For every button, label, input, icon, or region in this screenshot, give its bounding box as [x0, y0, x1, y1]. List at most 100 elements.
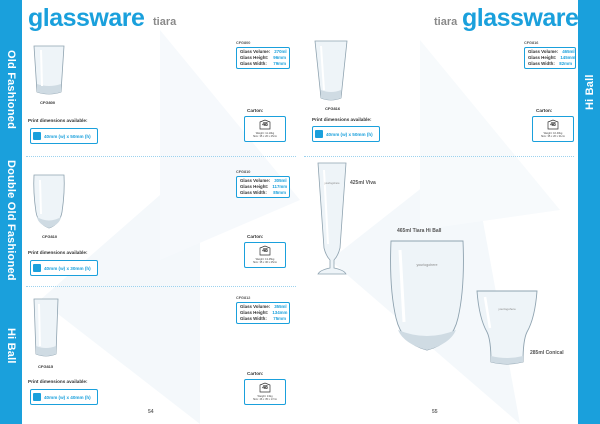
- product-code: CFG815: [38, 364, 54, 369]
- carton-label: Carton:: [247, 108, 264, 113]
- spec-box: Glass Volume:270ml Glass Height: 96mm Gla…: [236, 47, 290, 69]
- carton-weight: Weight: 13kg: [257, 395, 273, 398]
- print-area-icon: [315, 130, 323, 138]
- volume-value: 270ml: [274, 49, 287, 54]
- print-dimensions-value: 40mm (w) x 50mm (h): [326, 131, 373, 137]
- height-value: 117mm: [272, 184, 288, 189]
- spec-box: Glass Volume:305ml Glass Height:117mm Gl…: [236, 176, 290, 198]
- tall-hi-ball-glass-image: [314, 40, 348, 101]
- left-page-subtitle: tiara: [153, 16, 177, 28]
- width-label: Glass Width:: [240, 61, 267, 66]
- section-label-hi-ball-right: Hi Ball: [584, 74, 596, 110]
- carton-icon: [547, 119, 559, 130]
- carton-box: 48 Weight: 13.45kg Size: 35 x 36 x 25cm: [244, 242, 286, 268]
- double-old-fashioned-glass-image: [33, 174, 65, 229]
- section-label-double-old-fashioned: Double Old Fashioned: [5, 160, 17, 281]
- right-page-subtitle: tiara: [434, 16, 458, 28]
- carton-quantity: 48: [262, 385, 268, 391]
- print-dimensions-box: 40mm (w) x 50mm (h): [312, 126, 380, 142]
- logo-placeholder-text: yourlogohere: [324, 181, 340, 185]
- carton-size: Size: 35 x 26 x 25cm: [252, 135, 278, 139]
- separator: [26, 286, 296, 287]
- spec-code: CFG800: [236, 41, 251, 45]
- carton-weight: Weight: 13.45kg: [255, 258, 275, 261]
- volume-label: Glass Volume:: [528, 49, 559, 54]
- carton-icon: [259, 245, 271, 256]
- height-value: 96mm: [273, 55, 286, 60]
- carton-size: Size: 35 x 26 x 31cm: [540, 135, 566, 139]
- separator: [304, 156, 574, 157]
- carton-box: 48 Weight: 13kg Size: 46 x 35 x 17cm: [244, 379, 286, 405]
- volume-label: Glass Volume:: [240, 49, 271, 54]
- right-section-strip: [578, 0, 600, 424]
- height-value: 145mm: [560, 55, 576, 60]
- carton-label: Carton:: [247, 234, 264, 239]
- viva-pilsner-glass-image: yourlogohere: [317, 162, 347, 275]
- tiara-hi-ball-label: 465ml Tiara Hi Ball: [397, 228, 442, 234]
- logo-placeholder-text: yourlogohere: [417, 263, 438, 267]
- carton-quantity: 48: [262, 248, 268, 254]
- carton-quantity: 48: [550, 122, 556, 128]
- width-value: 82mm: [559, 61, 572, 66]
- carton-icon: [259, 119, 271, 130]
- separator: [26, 156, 296, 157]
- section-label-old-fashioned: Old Fashioned: [5, 50, 17, 129]
- carton-label: Carton:: [247, 371, 264, 376]
- print-area-icon: [33, 132, 41, 140]
- height-label: Glass Height:: [528, 55, 557, 60]
- volume-value: 355ml: [274, 304, 287, 309]
- print-dimensions-label: Print dimensions available:: [312, 117, 372, 122]
- spec-box: Glass Volume:465ml Glass Height:145mm Gl…: [524, 47, 576, 69]
- volume-value: 305ml: [274, 178, 287, 183]
- tiara-hi-ball-glass-image: yourlogohere: [390, 240, 464, 351]
- product-code: CFG816: [325, 106, 341, 111]
- print-dimensions-value: 40mm (w) x 40mm (h): [44, 394, 91, 400]
- width-value: 79mm: [273, 61, 286, 66]
- hi-ball-glass-image: [33, 298, 59, 357]
- height-label: Glass Height:: [240, 55, 269, 60]
- logo-placeholder-text: yourlogohere: [498, 307, 516, 311]
- product-code: CFG800: [40, 100, 56, 105]
- conical-glass-image: yourlogohere: [476, 290, 538, 365]
- spec-code: CFG816: [524, 41, 539, 45]
- spec-code: CFG810: [236, 170, 251, 174]
- old-fashioned-glass-image: [33, 45, 65, 95]
- height-label: Glass Height:: [240, 310, 269, 315]
- height-label: Glass Height:: [240, 184, 269, 189]
- carton-label: Carton:: [536, 108, 553, 113]
- carton-size: Size: 35 x 36 x 25cm: [252, 261, 278, 265]
- width-value: 75mm: [273, 316, 286, 321]
- left-page-title: glassware: [28, 4, 145, 32]
- print-dimensions-box: 40mm (w) x 50mm (h): [30, 128, 98, 144]
- print-dimensions-box: 40mm (w) x 30mm (h): [30, 260, 98, 276]
- carton-weight: Weight: 11.10kg: [255, 132, 275, 135]
- carton-icon: [259, 382, 271, 393]
- spec-code: CFG812: [236, 296, 251, 300]
- left-section-strip: [0, 0, 22, 424]
- width-label: Glass Width:: [528, 61, 555, 66]
- carton-box: 48 Weight: 16.40kg Size: 35 x 26 x 31cm: [532, 116, 574, 142]
- left-page-number: 54: [148, 409, 154, 415]
- carton-size: Size: 46 x 35 x 17cm: [252, 398, 278, 402]
- width-label: Glass Width:: [240, 316, 267, 321]
- width-value: 85mm: [273, 190, 286, 195]
- carton-weight: Weight: 16.40kg: [543, 132, 563, 135]
- width-label: Glass Width:: [240, 190, 267, 195]
- print-dimensions-label: Print dimensions available:: [28, 118, 88, 123]
- conical-label: 285ml Conical: [530, 350, 564, 356]
- carton-box: 48 Weight: 11.10kg Size: 35 x 26 x 25cm: [244, 116, 286, 142]
- volume-value: 465ml: [562, 49, 575, 54]
- print-dimensions-value: 40mm (w) x 30mm (h): [44, 265, 91, 271]
- right-page-title: glassware: [462, 4, 579, 32]
- print-dimensions-label: Print dimensions available:: [28, 379, 88, 384]
- print-area-icon: [33, 264, 41, 272]
- product-code: CFG810: [42, 234, 58, 239]
- volume-label: Glass Volume:: [240, 304, 271, 309]
- carton-quantity: 48: [262, 122, 268, 128]
- right-page-number: 55: [432, 409, 438, 415]
- viva-label: 425ml Viva: [350, 180, 376, 186]
- print-dimensions-value: 40mm (w) x 50mm (h): [44, 133, 91, 139]
- print-dimensions-box: 40mm (w) x 40mm (h): [30, 389, 98, 405]
- print-area-icon: [33, 393, 41, 401]
